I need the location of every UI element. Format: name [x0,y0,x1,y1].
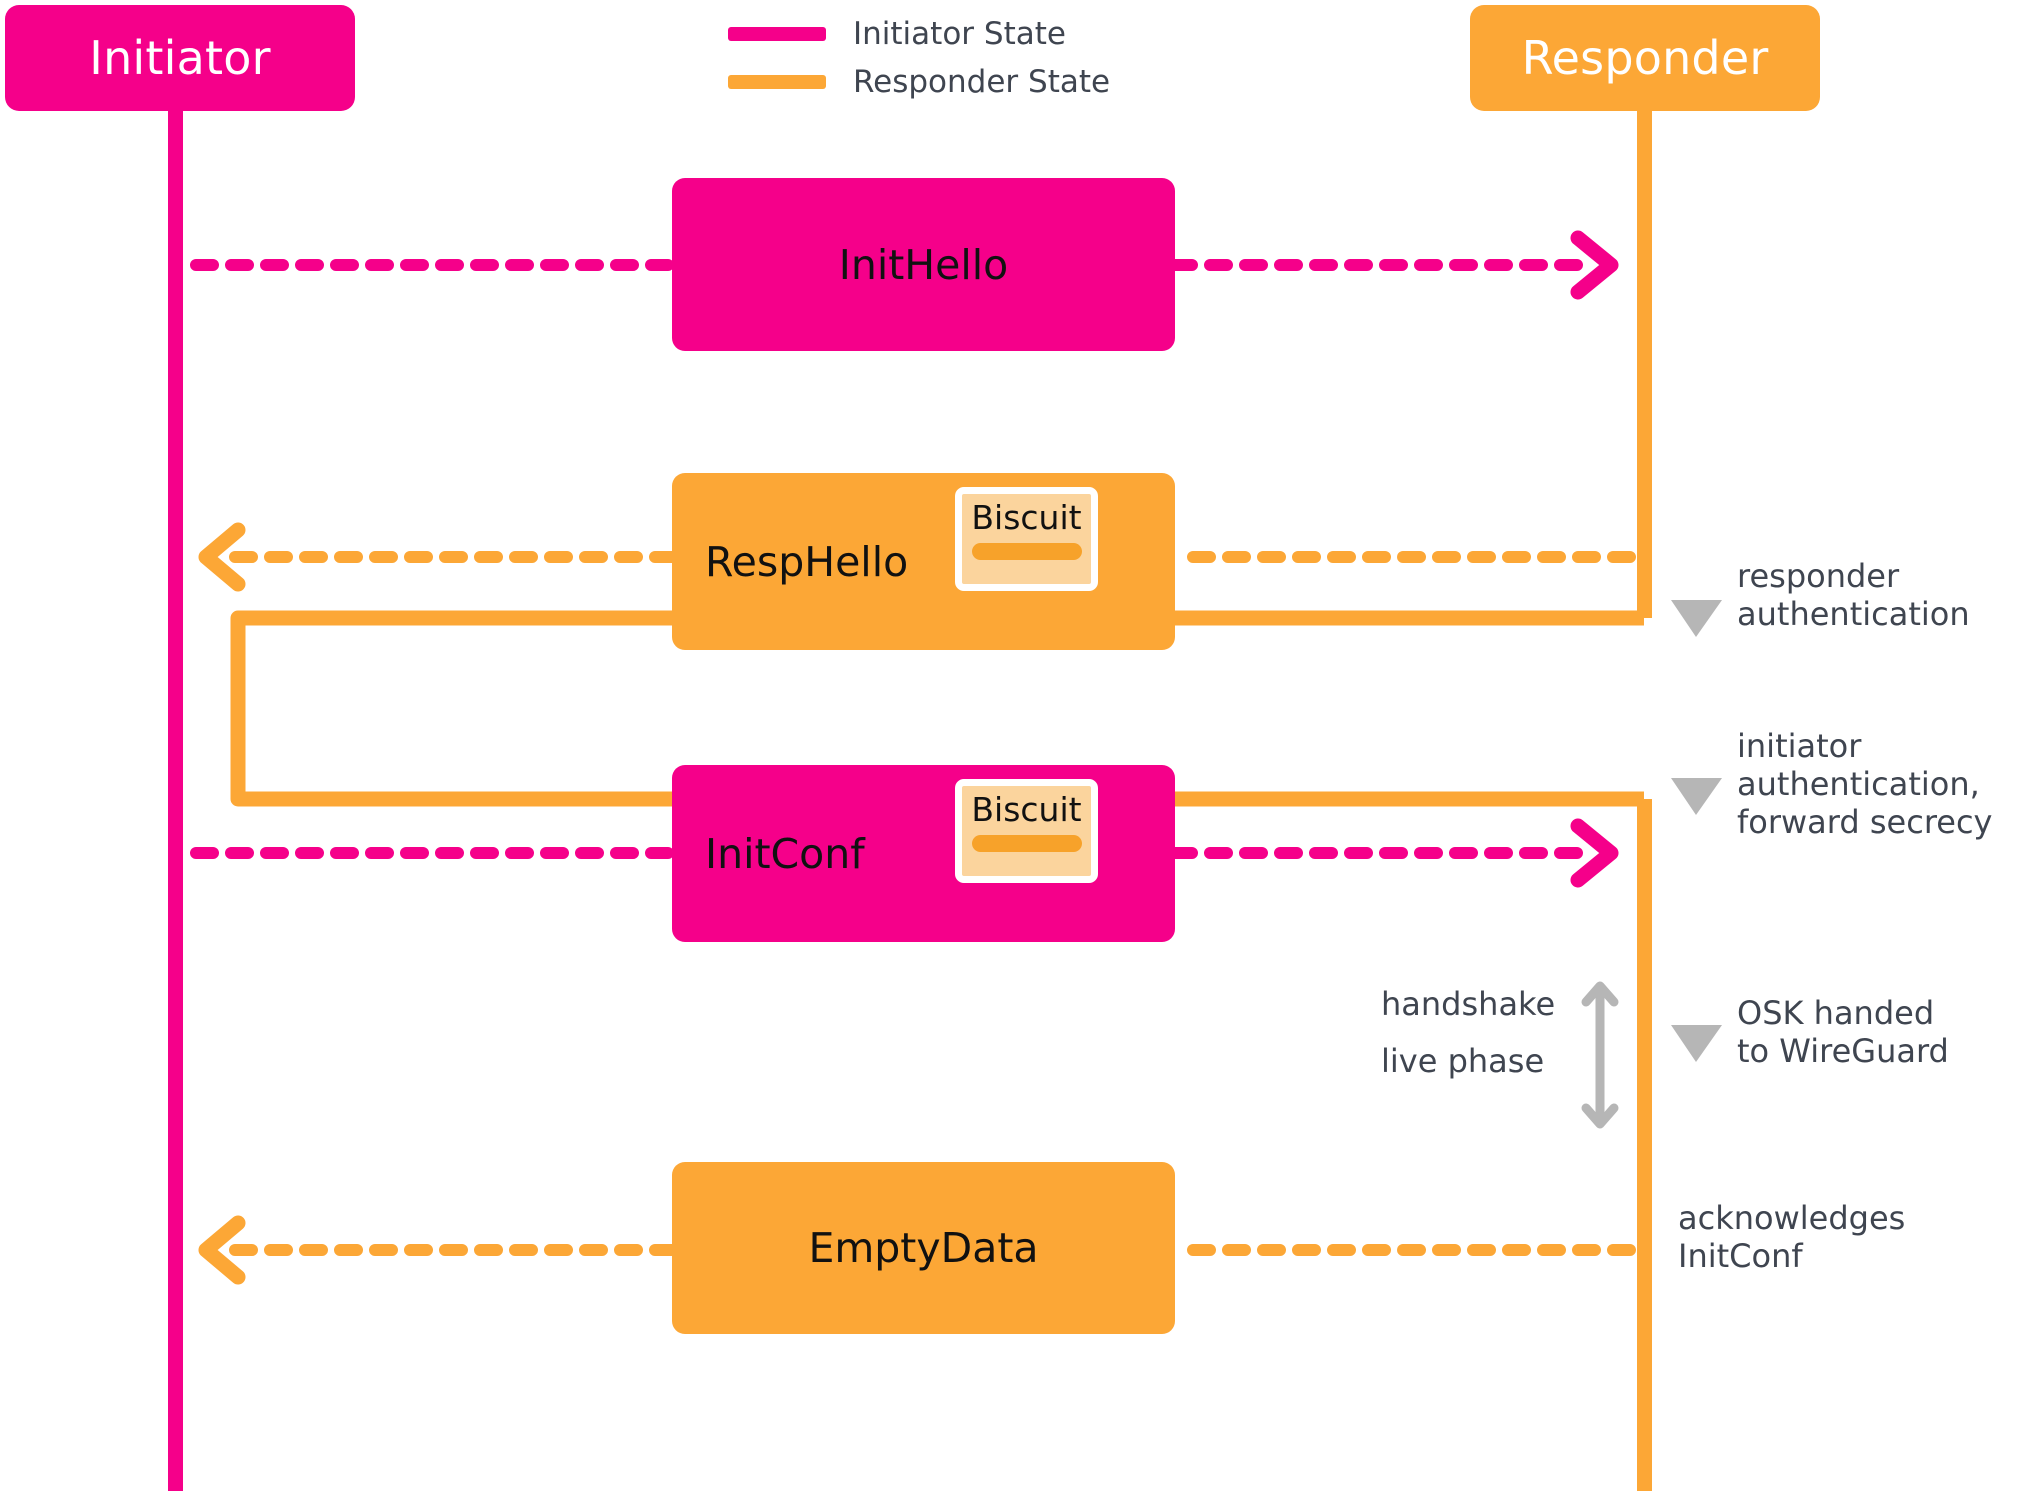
biscuit-badge-resphello[interactable]: Biscuit [955,487,1098,591]
legend-item-responder-state: Responder State [728,58,1110,106]
marker-triangle-initiator-auth [1671,778,1722,815]
message-box-resphello[interactable]: RespHello [672,473,1175,650]
actor-header-responder[interactable]: Responder [1470,5,1820,111]
biscuit-bar-icon [971,835,1082,852]
biscuit-label: Biscuit [971,498,1082,537]
responder-lifeline-segment-bottom [1637,799,1652,1491]
legend-swatch-responder-icon [728,75,826,89]
marker-triangle-osk [1671,1025,1722,1062]
phase-label-live-phase: live phase [1381,1042,1544,1080]
biscuit-label: Biscuit [971,790,1082,829]
legend-swatch-initiator-icon [728,27,826,41]
legend-label-initiator-state: Initiator State [853,16,1066,52]
annotation-initiator-authentication: initiator authentication, forward secrec… [1737,727,1993,841]
phase-text-handshake: handshake [1381,985,1556,1023]
responder-lifeline-segment-top [1637,100,1652,618]
biscuit-badge-initconf[interactable]: Biscuit [955,779,1098,883]
legend: Initiator State Responder State [728,10,1110,106]
message-box-emptydata[interactable]: EmptyData [672,1162,1175,1334]
marker-triangle-responder-auth [1671,600,1722,637]
annotation-responder-authentication: responder authentication [1737,557,1970,633]
legend-label-responder-state: Responder State [853,64,1111,100]
message-label-emptydata: EmptyData [808,1224,1039,1272]
annotation-osk-handed-to-wireguard: OSK handed to WireGuard [1737,994,1949,1070]
actor-header-initiator[interactable]: Initiator [5,5,355,111]
biscuit-bar-icon [971,543,1082,560]
message-label-initconf: InitConf [705,829,865,878]
message-label-inithello: InitHello [838,240,1009,289]
phase-arrow-down-icon [1581,1050,1619,1129]
phase-label-handshake: handshake [1381,985,1555,1023]
actor-label-responder: Responder [1521,31,1769,85]
message-box-inithello[interactable]: InitHello [672,178,1175,351]
message-label-resphello: RespHello [705,537,909,586]
initiator-lifeline [168,100,183,1491]
phase-text-live-phase: live phase [1381,1042,1545,1080]
phase-arrow-up-icon [1581,981,1619,1060]
message-box-initconf[interactable]: InitConf [672,765,1175,942]
legend-item-initiator-state: Initiator State [728,10,1110,58]
actor-label-initiator: Initiator [89,31,271,85]
annotation-acknowledges-initconf: acknowledges InitConf [1678,1199,1906,1275]
